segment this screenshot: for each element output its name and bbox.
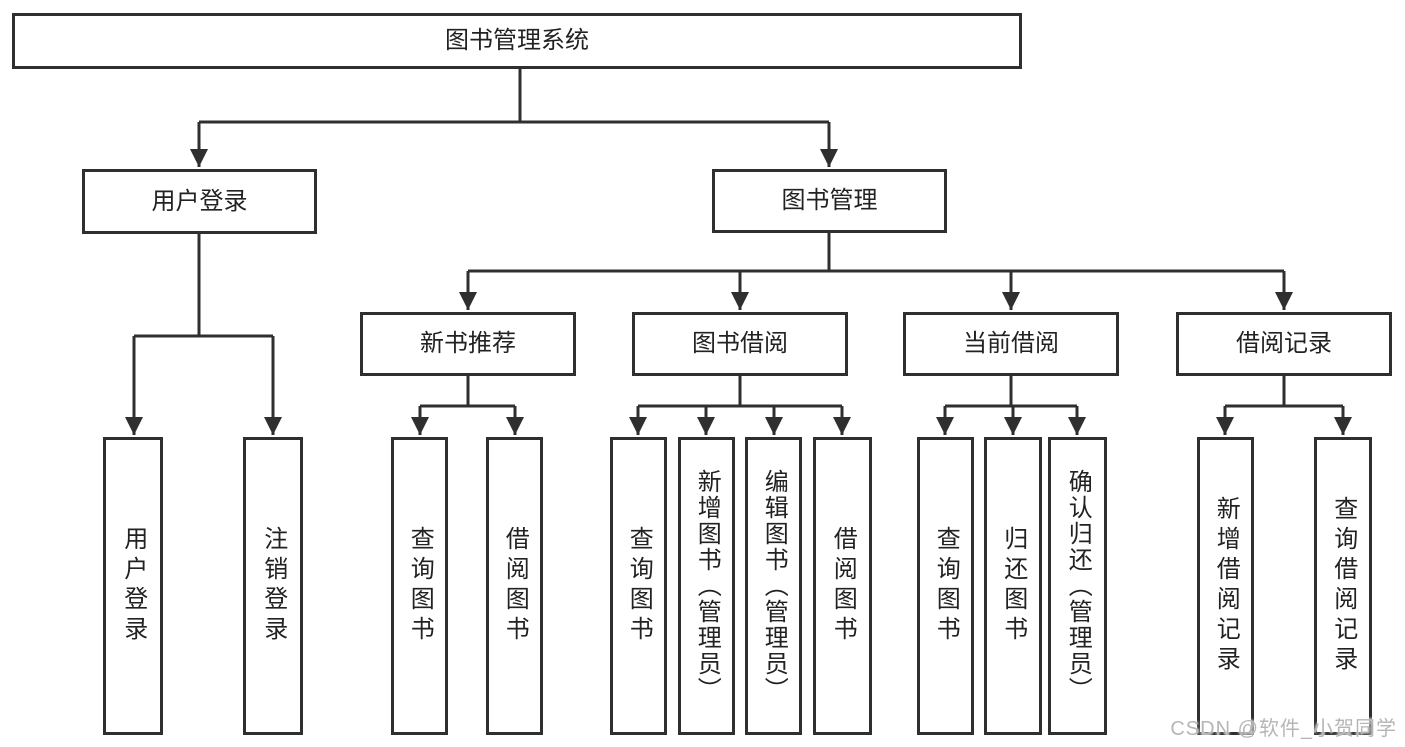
node-user-login: 用户登录 — [82, 169, 317, 234]
node-borrow-records: 借阅记录 — [1176, 312, 1392, 376]
connector-group — [125, 69, 1352, 435]
leaf-records-query-record: 查询借阅记录 — [1314, 437, 1372, 735]
leaf-borrow-query-books: 查询图书 — [610, 437, 667, 735]
leaf-borrow-edit-books-admin: 编辑图书（管理员） — [745, 437, 802, 735]
node-book-management: 图书管理 — [712, 169, 947, 233]
leaf-current-confirm-return-admin: 确认归还（管理员） — [1048, 437, 1107, 735]
watermark: CSDN @软件_小贺同学 — [1170, 718, 1397, 740]
leaf-borrow-borrow-books: 借阅图书 — [813, 437, 872, 735]
node-current-borrow: 当前借阅 — [903, 312, 1119, 376]
node-book-borrow: 图书借阅 — [632, 312, 848, 376]
leaf-user-login: 用户登录 — [103, 437, 163, 735]
leaf-recommend-query-books: 查询图书 — [391, 437, 448, 735]
leaf-current-return-books: 归还图书 — [984, 437, 1042, 735]
node-library-system: 图书管理系统 — [12, 13, 1022, 69]
leaf-recommend-borrow-books: 借阅图书 — [486, 437, 543, 735]
leaf-current-query-books: 查询图书 — [917, 437, 974, 735]
leaf-records-add-record: 新增借阅记录 — [1197, 437, 1254, 735]
node-new-book-recommend: 新书推荐 — [360, 312, 576, 376]
leaf-logout: 注销登录 — [243, 437, 303, 735]
leaf-borrow-add-books-admin: 新增图书（管理员） — [678, 437, 735, 735]
